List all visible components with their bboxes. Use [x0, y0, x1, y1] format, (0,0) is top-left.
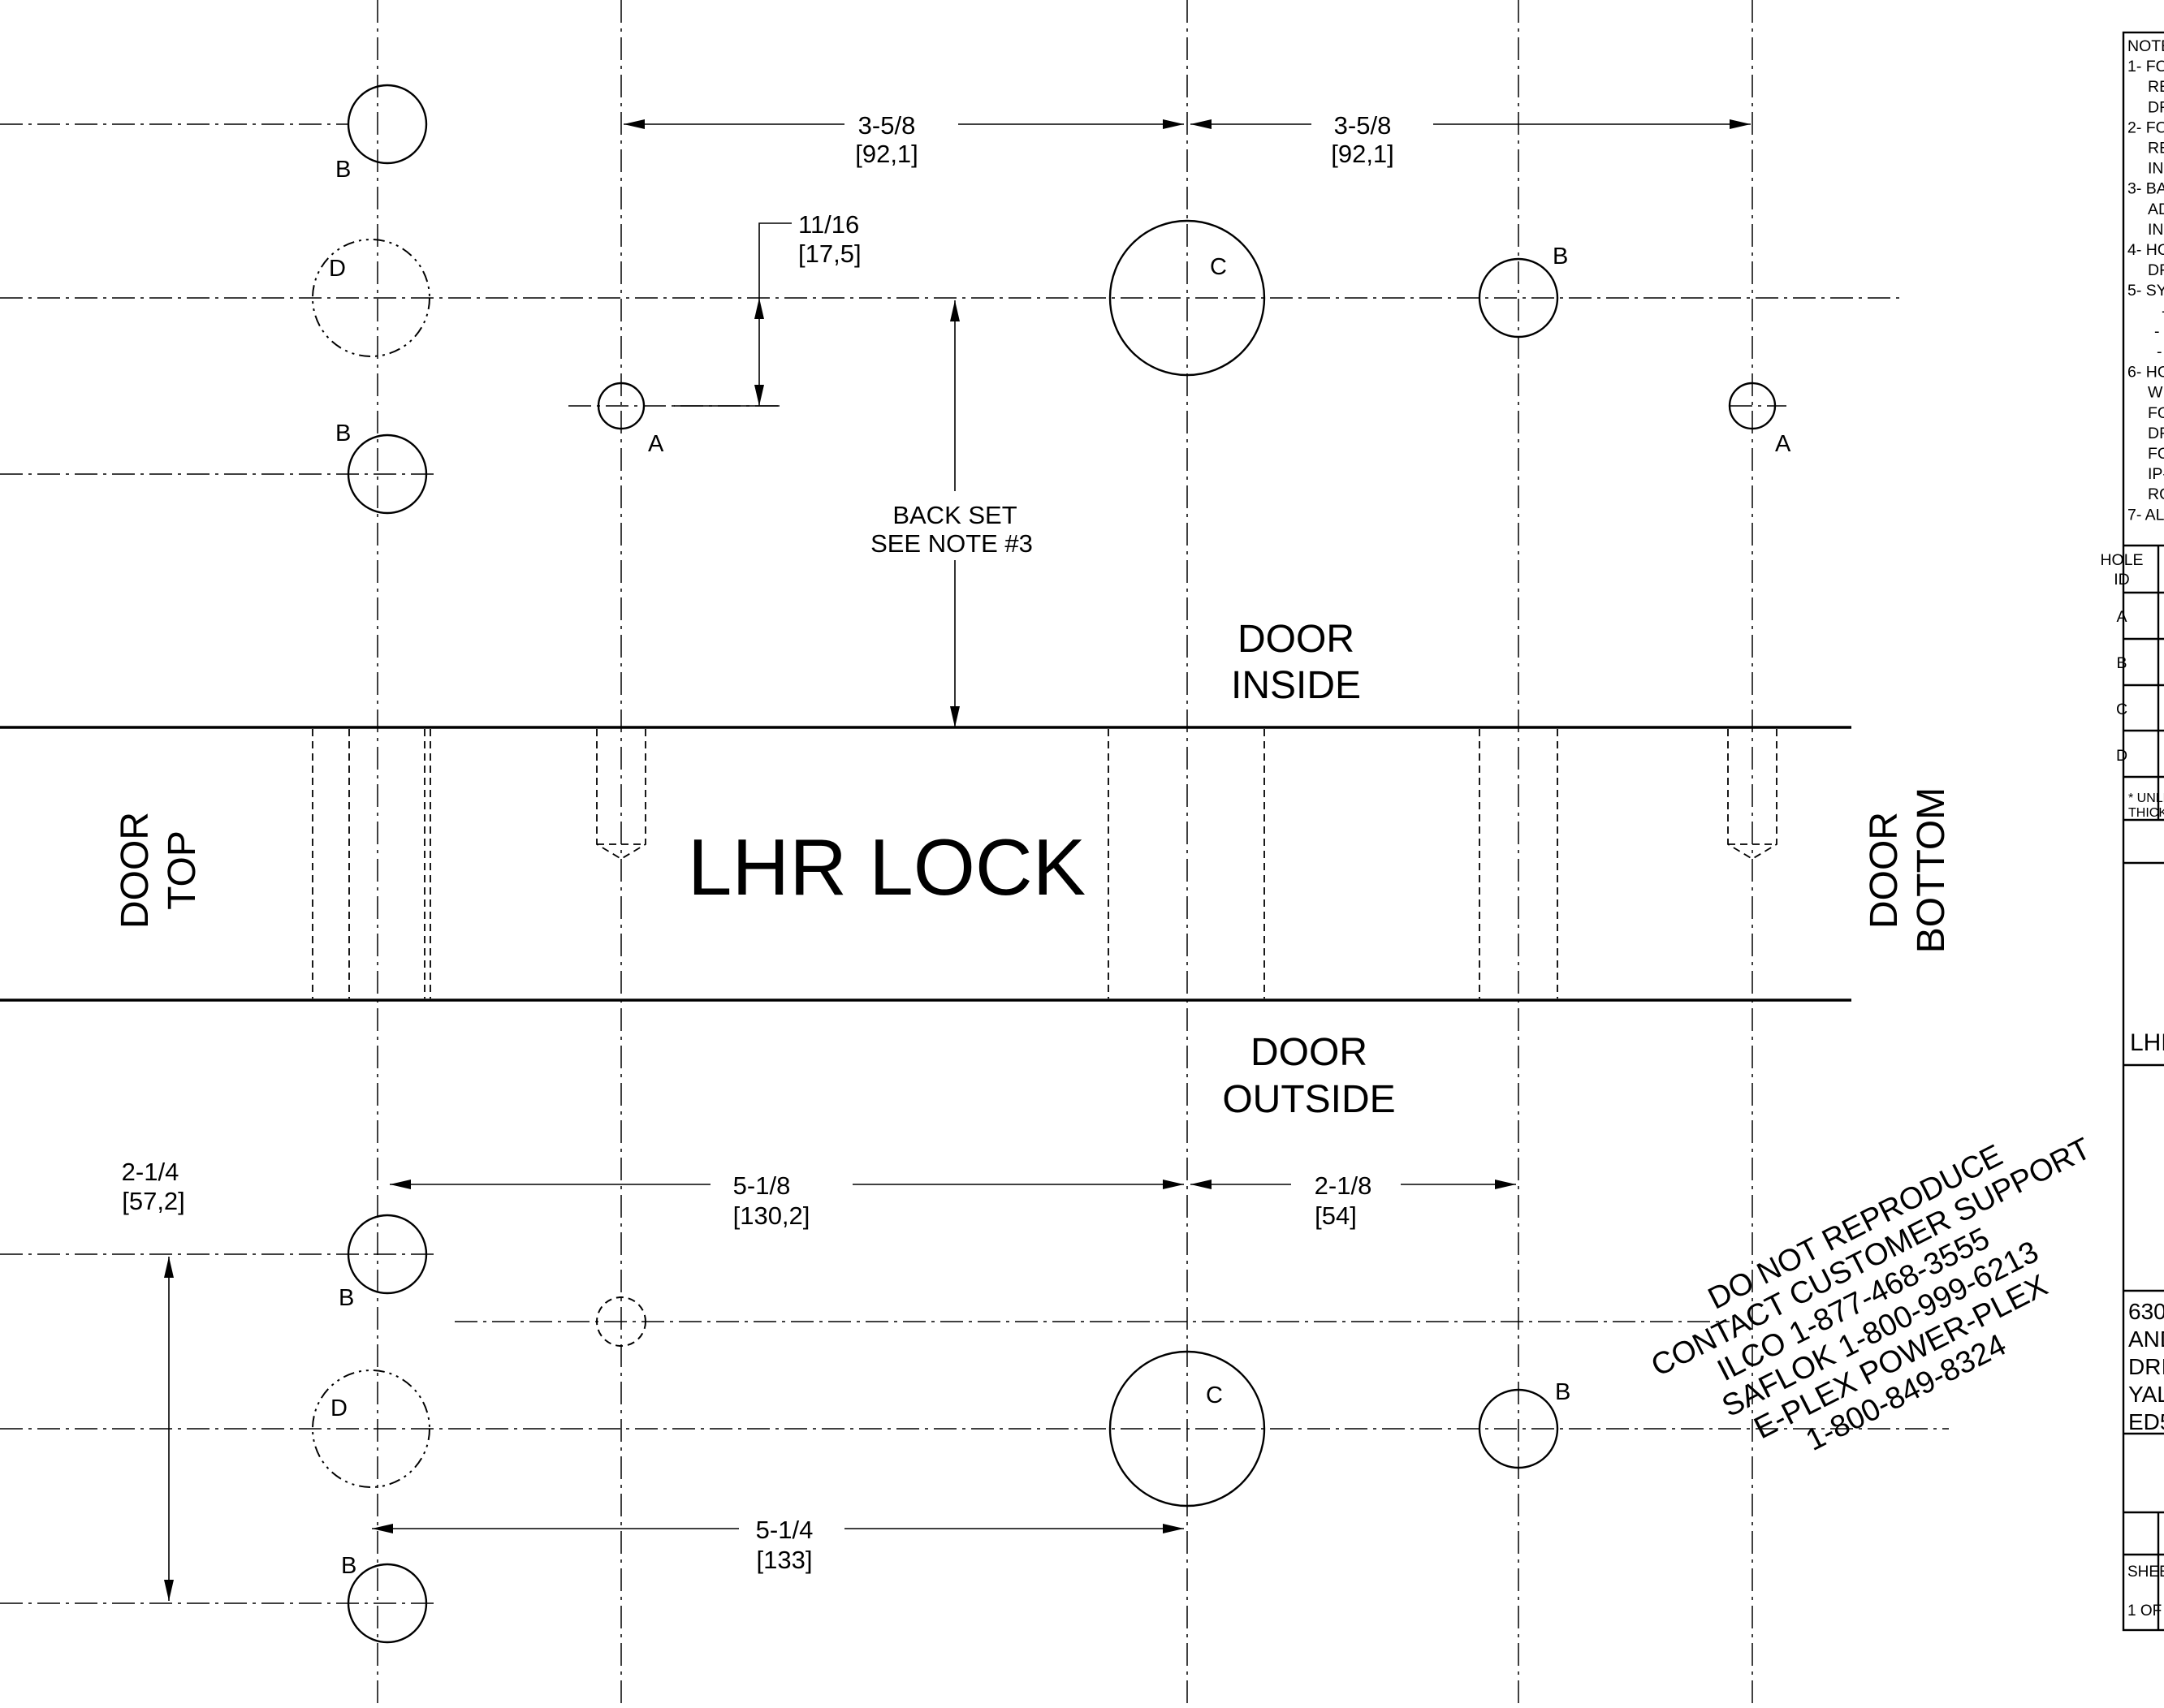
- door-outside-label: OUTSIDE: [1222, 1078, 1395, 1121]
- dim-text: [54]: [1315, 1201, 1357, 1230]
- door-outside-label: DOOR: [1250, 1031, 1367, 1074]
- note-line: 1- FOR D: [2127, 58, 2164, 75]
- hole-table-id: A: [2116, 608, 2127, 626]
- dim-text: [133]: [757, 1546, 813, 1574]
- hole-label: B: [341, 1553, 356, 1579]
- note-line: ADJUS: [2148, 201, 2164, 218]
- finish-line: DRILLI: [2128, 1354, 2164, 1379]
- door-edge: [0, 726, 1851, 1002]
- notes-text: NOTES: 1- FOR D REFER DRAW 2- FOR E REFER INST…: [2127, 37, 2164, 524]
- sheet-value: 1 OF 2: [2127, 1602, 2164, 1620]
- note-line: FOR C: [2148, 404, 2164, 422]
- dim-text: [92,1]: [1331, 140, 1394, 168]
- note-line: WITH M: [2148, 384, 2164, 402]
- note-line: 2- FOR E: [2127, 119, 2164, 136]
- dim-text: 3-5/8: [858, 111, 916, 140]
- hole-label: D: [330, 1395, 348, 1421]
- dim-text: [17,5]: [798, 239, 862, 268]
- bottom-dimensions: [164, 1180, 1516, 1601]
- finish-line: 630, 73: [2128, 1299, 2164, 1324]
- hole-table-id: D: [2116, 747, 2127, 765]
- note-line: RODS: [2148, 485, 2164, 503]
- note-line: INSTAL: [2148, 221, 2164, 239]
- door-top-label: TOP: [161, 830, 204, 910]
- back-set-text: SEE NOTE #3: [870, 529, 1033, 558]
- note-line: -: [2154, 322, 2160, 340]
- hole-label: C: [1210, 254, 1227, 280]
- dim-text: [57,2]: [122, 1187, 185, 1215]
- door-edge-text: LHR LOCK DOOR INSIDE DOOR OUTSIDE DOOR T…: [114, 618, 1953, 1121]
- door-inside-label: DOOR: [1237, 618, 1354, 661]
- dim-text: 11/16: [798, 210, 859, 239]
- sheet-label: SHEET: [2127, 1564, 2164, 1581]
- handing-label: LHR: [2130, 1029, 2164, 1056]
- notes-panel: [2122, 31, 2164, 1632]
- note-line: DRAW: [2148, 98, 2164, 116]
- note-line: DRAW: [2148, 425, 2164, 442]
- hole-table-header: HOLE: [2100, 551, 2143, 569]
- door-bottom-label: DOOR: [1863, 812, 1906, 929]
- watermark-stamp: DO NOT REPRODUCE CONTACT CUSTOMER SUPPOR…: [1646, 1132, 2097, 1458]
- bottom-dimension-text: 5-1/8 [130,2] 2-1/8 [54] 2-1/4 [57,2] 5-…: [122, 1158, 1372, 1574]
- lock-title: LHR LOCK: [688, 822, 1086, 912]
- note-line: FOR R: [2148, 445, 2164, 463]
- note-line: -: [2157, 343, 2162, 361]
- note-line: 7- ALL D: [2127, 506, 2164, 524]
- dim-text: [130,2]: [733, 1201, 810, 1230]
- note-line: 5- SYMB: [2127, 282, 2164, 300]
- top-holes: [312, 84, 1777, 515]
- dim-text: 3-5/8: [1334, 111, 1392, 140]
- dim-text: [92,1]: [855, 140, 918, 168]
- hole-label: A: [648, 431, 664, 457]
- dim-text: 2-1/4: [122, 1158, 179, 1186]
- hole-label: B: [1553, 244, 1568, 270]
- note-line: INSTAL: [2148, 160, 2164, 178]
- hole-label: C: [1206, 1382, 1223, 1408]
- door-inside-label: INSIDE: [1231, 664, 1361, 707]
- hole-label: A: [1775, 431, 1791, 457]
- dim-text: 5-1/4: [756, 1516, 814, 1544]
- door-bottom-label: BOTTOM: [1910, 787, 1953, 953]
- hole-table-id: B: [2116, 654, 2127, 672]
- top-hole-labels: B D B A C B A: [329, 157, 1791, 457]
- unless-note: THICKNES: [2128, 806, 2164, 820]
- dim-text: 5-1/8: [733, 1171, 791, 1200]
- hole-label: B: [339, 1285, 354, 1311]
- dim-text: 2-1/8: [1315, 1171, 1372, 1200]
- back-set-text: BACK SET: [892, 501, 1017, 529]
- finish-line: ED520: [2128, 1409, 2164, 1434]
- door-top-label: DOOR: [114, 812, 157, 929]
- hole-table-header: ID: [2114, 571, 2130, 589]
- note-line: -: [2162, 302, 2164, 320]
- top-dimensions: [624, 119, 1751, 727]
- hole-table: HOLE ID A B C D * UNLESS THICKNES LHR 63…: [2100, 551, 2164, 1620]
- hole-label: D: [329, 256, 346, 282]
- hole-label: B: [335, 157, 351, 183]
- finish-line: AND P: [2128, 1326, 2164, 1352]
- top-dimension-text: 3-5/8 [92,1] 3-5/8 [92,1] 11/16 [17,5] B…: [798, 111, 1394, 558]
- center-lines: [0, 0, 1949, 1708]
- note-line: REFER: [2148, 78, 2164, 96]
- unless-note: * UNLESS: [2128, 791, 2164, 805]
- bottom-hole-labels: B D B C B: [330, 1285, 1570, 1579]
- hole-label: B: [1555, 1379, 1570, 1405]
- note-line: 6- HOLES: [2127, 364, 2164, 382]
- bottom-holes: [312, 1214, 1559, 1644]
- hole-table-id: C: [2116, 701, 2127, 718]
- note-line: IP-515: [2148, 465, 2164, 483]
- note-line: DRILL: [2148, 261, 2164, 279]
- hole-label: B: [335, 421, 351, 446]
- note-line: NOTES:: [2127, 37, 2164, 55]
- note-line: 4- HOLES: [2127, 241, 2164, 259]
- note-line: REFER: [2148, 140, 2164, 157]
